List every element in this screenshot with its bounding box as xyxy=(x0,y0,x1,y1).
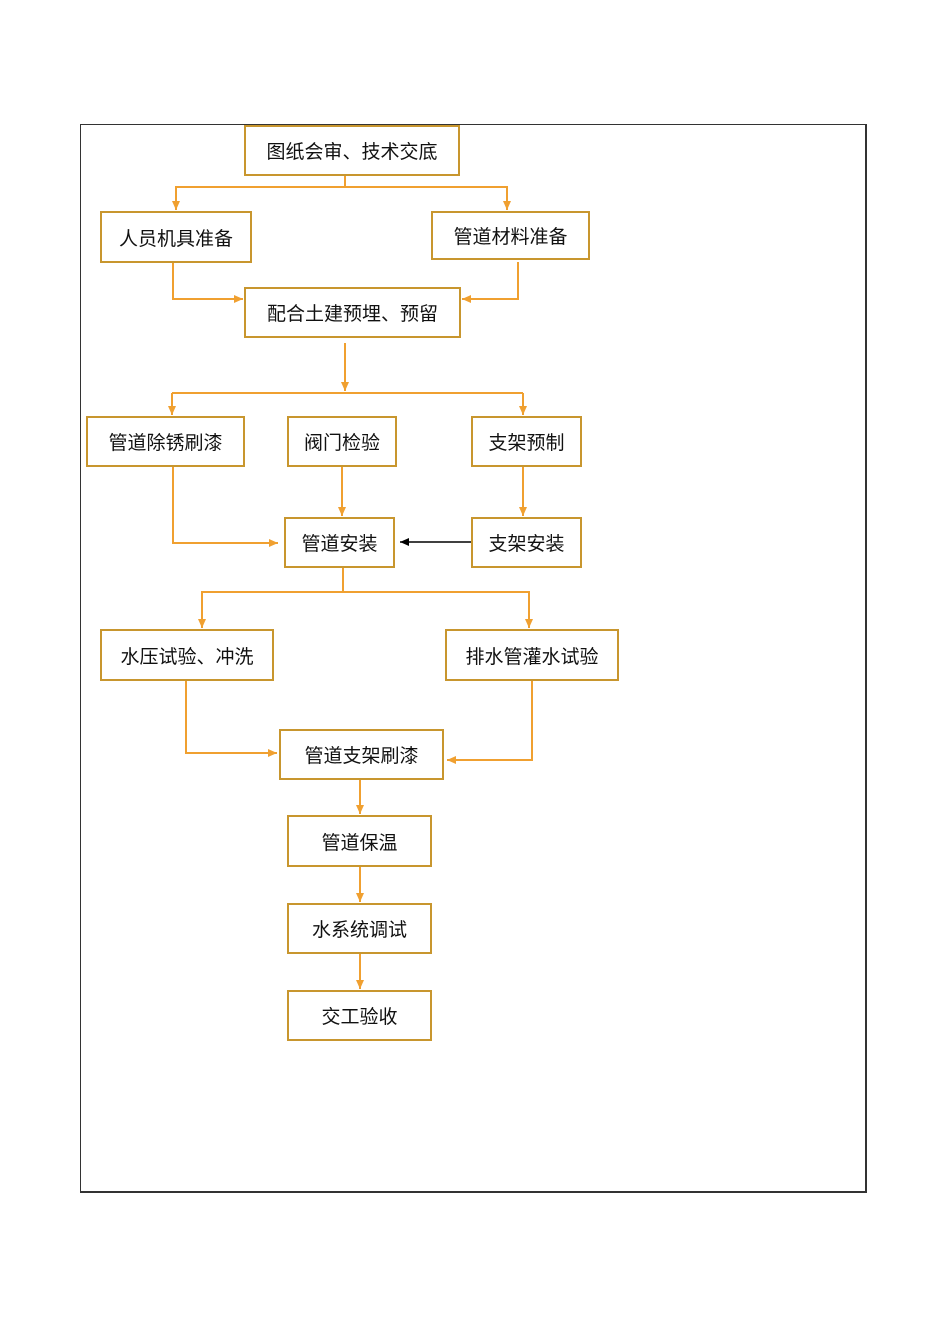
connector-material-to-embed xyxy=(462,262,519,303)
node-civil-embed-reserve: 配合土建预埋、预留 xyxy=(244,287,461,338)
connector-pipe-install-to-pressure-test xyxy=(198,567,344,628)
connector-derust-to-pipe-install xyxy=(172,467,278,547)
node-staff-equipment-prep: 人员机具准备 xyxy=(100,211,252,263)
node-water-system-commissioning: 水系统调试 xyxy=(287,903,432,954)
connector-review-to-material xyxy=(345,186,511,210)
node-pipe-installation: 管道安装 xyxy=(284,517,395,568)
connector-review-to-staff xyxy=(172,175,346,210)
node-drain-pipe-water-test: 排水管灌水试验 xyxy=(445,629,619,681)
connector-staff-to-embed xyxy=(172,262,243,303)
node-hydro-test-flush: 水压试验、冲洗 xyxy=(100,629,274,681)
connector-drain-test-to-paint xyxy=(447,680,533,764)
node-completion-acceptance: 交工验收 xyxy=(287,990,432,1041)
node-drawing-review: 图纸会审、技术交底 xyxy=(244,125,460,176)
node-support-installation: 支架安装 xyxy=(471,517,582,568)
connector-pipe-install-to-drain-test xyxy=(343,591,533,628)
node-pipe-support-paint: 管道支架刷漆 xyxy=(279,729,444,780)
node-pipe-derust-paint: 管道除锈刷漆 xyxy=(86,416,245,467)
node-pipe-material-prep: 管道材料准备 xyxy=(431,211,590,260)
connector-pressure-test-to-paint xyxy=(185,680,277,757)
page-frame xyxy=(80,124,867,1193)
node-support-prefab: 支架预制 xyxy=(471,416,582,467)
node-pipe-insulation: 管道保温 xyxy=(287,815,432,867)
node-valve-inspection: 阀门检验 xyxy=(287,416,397,467)
